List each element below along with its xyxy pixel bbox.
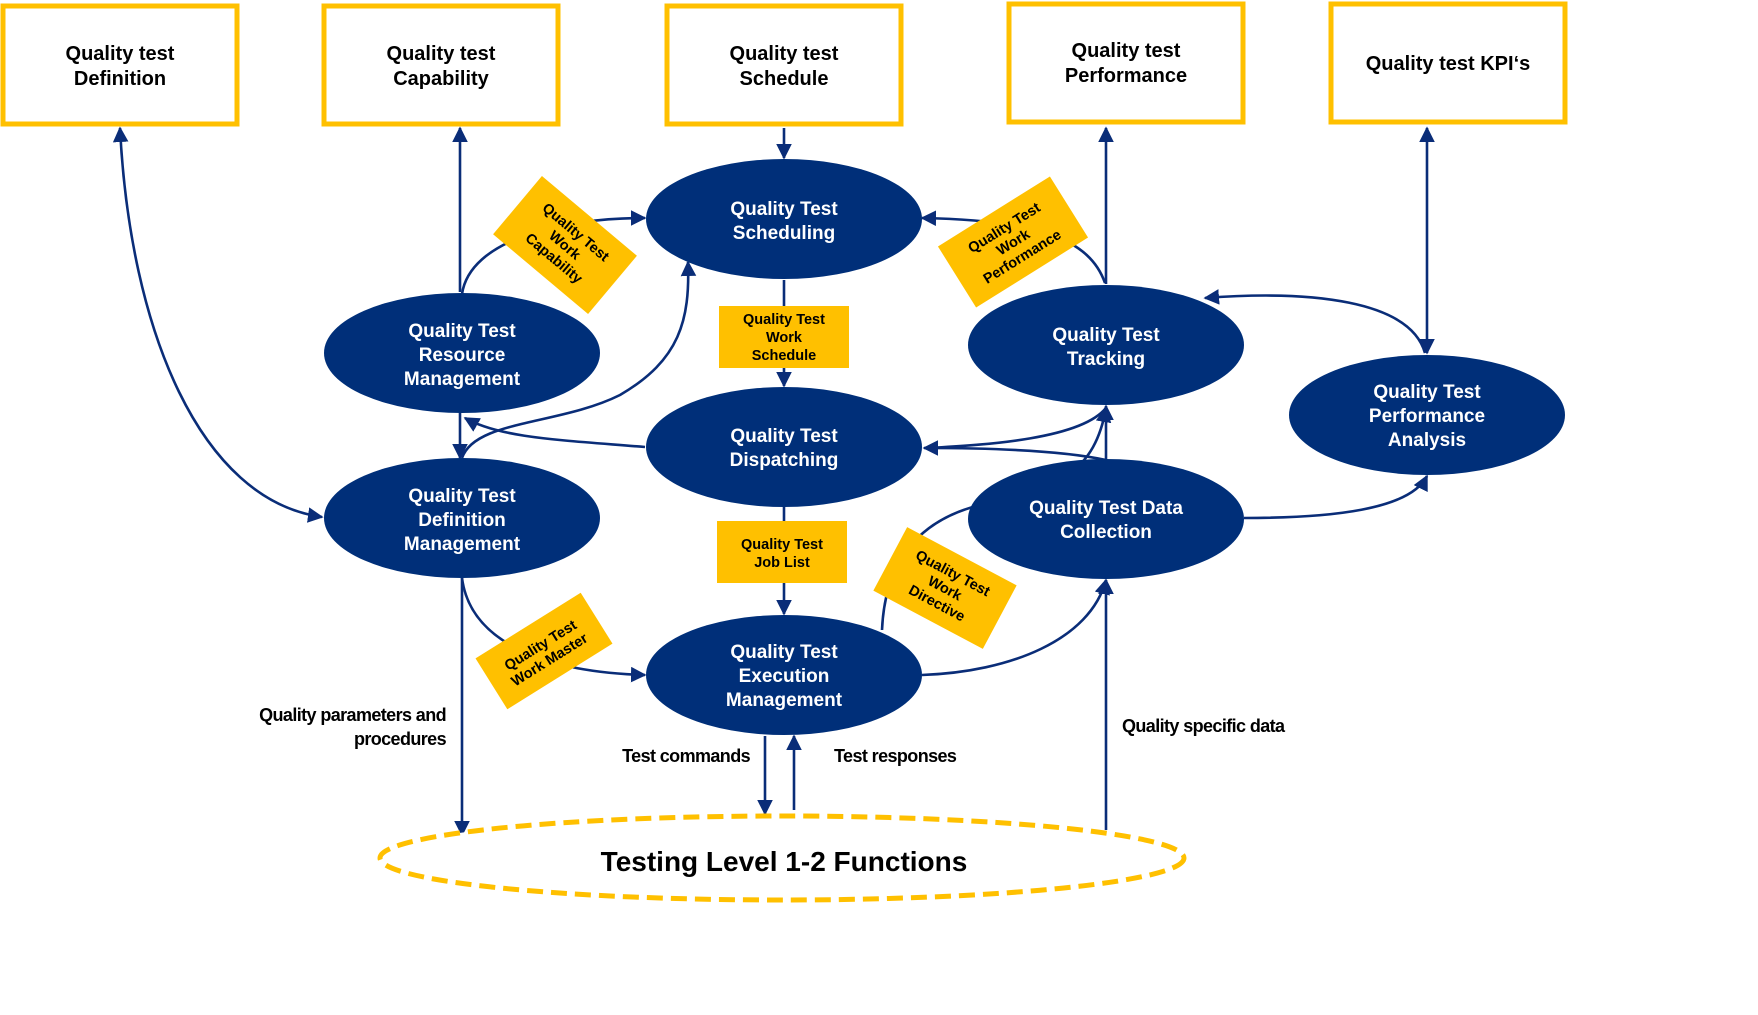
tag-line: Job List [754, 555, 810, 571]
node-definition-management[interactable]: Quality Test Definition Management [324, 458, 600, 578]
flow-labels: Quality parameters and procedures Test c… [259, 705, 1287, 766]
label-quality-specific-data: Quality specific data [1122, 716, 1286, 736]
arrow-execution-to-datacollection [921, 578, 1110, 677]
node-line: Quality Test Data [1029, 498, 1183, 519]
tag-line: Quality Test [741, 537, 823, 553]
arrow-tracking-to-dispatching [929, 407, 1108, 450]
box-line: Quality test [730, 43, 839, 65]
node-resource-management[interactable]: Quality Test Resource Management [324, 293, 600, 413]
tag-line: Schedule [752, 348, 816, 364]
node-line: Tracking [1067, 349, 1145, 370]
box-quality-test-performance[interactable]: Quality test Performance [1006, 1, 1246, 125]
box-line: Capability [393, 68, 489, 90]
node-line: Resource [419, 345, 506, 366]
arrow-definition-to-defmgmt [112, 126, 324, 523]
node-data-collection[interactable]: Quality Test Data Collection [968, 459, 1244, 579]
node-line: Management [726, 690, 843, 711]
node-line: Performance [1369, 406, 1485, 427]
arrow-defmgmt-to-scheduling [460, 260, 697, 459]
node-line: Dispatching [730, 450, 839, 471]
node-dispatching[interactable]: Quality Test Dispatching [646, 387, 922, 507]
node-line: Analysis [1388, 430, 1466, 451]
box-quality-test-definition[interactable]: Quality test Definition [0, 3, 240, 127]
arrow-datacollection-to-analysis [1243, 474, 1429, 520]
box-quality-test-schedule[interactable]: Quality test Schedule [664, 3, 904, 127]
box-line: Schedule [740, 68, 829, 90]
arrow-datacollection-to-dispatching [922, 440, 1107, 462]
box-line: Performance [1065, 65, 1187, 87]
function-nodes: Quality Test Scheduling Quality Test Res… [324, 159, 1565, 735]
arrow-dispatching-to-resource [463, 416, 646, 449]
box-quality-test-kpis[interactable]: Quality test KPI‘s [1328, 1, 1568, 125]
node-execution-management[interactable]: Quality Test Execution Management [646, 615, 922, 735]
node-line: Management [404, 534, 521, 555]
tag-work-schedule[interactable]: Quality Test Work Schedule [719, 306, 849, 368]
box-line: Quality test [66, 43, 175, 65]
label-test-responses: Test responses [834, 746, 957, 766]
node-tracking[interactable]: Quality Test Tracking [968, 285, 1244, 405]
node-line: Execution [739, 666, 830, 687]
base-label: Testing Level 1-2 Functions [601, 846, 968, 877]
box-line: Quality test KPI‘s [1366, 53, 1531, 75]
node-performance-analysis[interactable]: Quality Test Performance Analysis [1289, 355, 1565, 475]
label-quality-parameters: Quality parameters and [259, 705, 446, 725]
tag-line: Work [766, 330, 803, 346]
node-line: Collection [1060, 522, 1152, 543]
arrow-analysis-to-tracking [1203, 289, 1427, 354]
box-line: Quality test [387, 43, 496, 65]
node-line: Management [404, 369, 521, 390]
node-line: Definition [418, 510, 506, 531]
node-line: Quality Test [1052, 325, 1160, 346]
label-test-commands: Test commands [622, 746, 750, 766]
node-line: Scheduling [733, 223, 835, 244]
node-line: Quality Test [730, 199, 838, 220]
box-line: Definition [74, 68, 166, 90]
box-line: Quality test [1072, 40, 1181, 62]
tag-job-list[interactable]: Quality Test Job List [717, 521, 847, 583]
label-quality-parameters: procedures [354, 729, 447, 749]
box-quality-test-capability[interactable]: Quality test Capability [321, 3, 561, 127]
base-level12-functions[interactable]: Testing Level 1-2 Functions [377, 813, 1187, 903]
node-scheduling[interactable]: Quality Test Scheduling [646, 159, 922, 279]
node-line: Quality Test [730, 426, 838, 447]
top-boxes: Quality test Definition Quality test Cap… [0, 1, 1568, 127]
node-line: Quality Test [730, 642, 838, 663]
tag-work-capability[interactable]: Quality Test Work Capability [493, 176, 637, 314]
tag-line: Quality Test [743, 312, 825, 328]
node-line: Quality Test [408, 486, 516, 507]
node-line: Quality Test [1373, 382, 1481, 403]
node-line: Quality Test [408, 321, 516, 342]
tag-work-master[interactable]: Quality Test Work Master [475, 592, 613, 710]
